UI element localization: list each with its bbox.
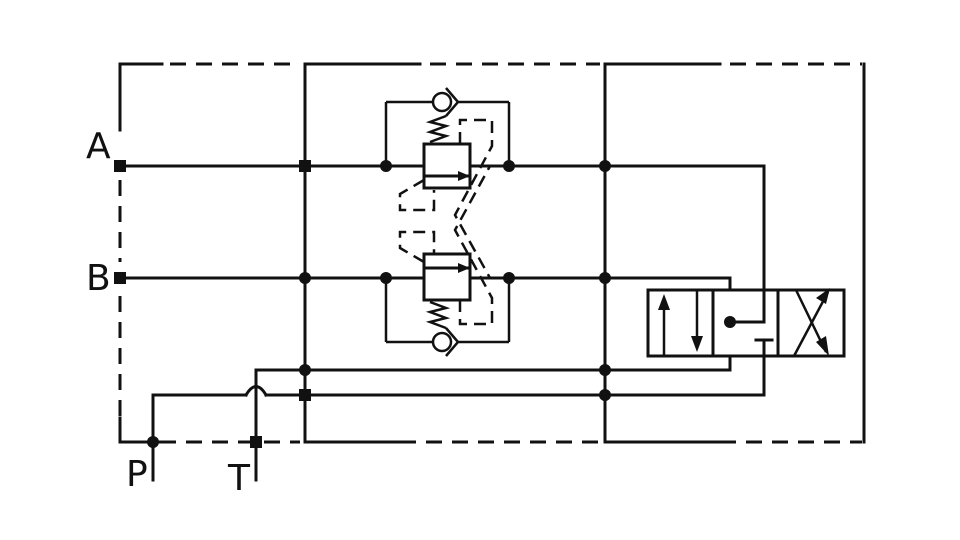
check-ball-icon	[431, 91, 453, 113]
block-outline	[118, 62, 866, 444]
tank-line	[254, 354, 732, 482]
module-separators	[303, 62, 607, 444]
upper-relief-valve	[384, 87, 511, 279]
spring-icon	[425, 114, 451, 144]
port-label-p: P	[126, 454, 148, 495]
port-label-b: B	[86, 258, 111, 299]
check-ball-icon-lower	[431, 331, 453, 353]
port-label-t: T	[227, 458, 251, 499]
junction-dots	[114, 160, 736, 448]
work-line-a	[118, 164, 766, 324]
directional-valve	[646, 288, 846, 358]
port-label-a: A	[86, 126, 111, 167]
lower-relief-valve	[384, 165, 511, 357]
spring-icon-lower	[425, 300, 451, 330]
pressure-line	[151, 338, 774, 482]
